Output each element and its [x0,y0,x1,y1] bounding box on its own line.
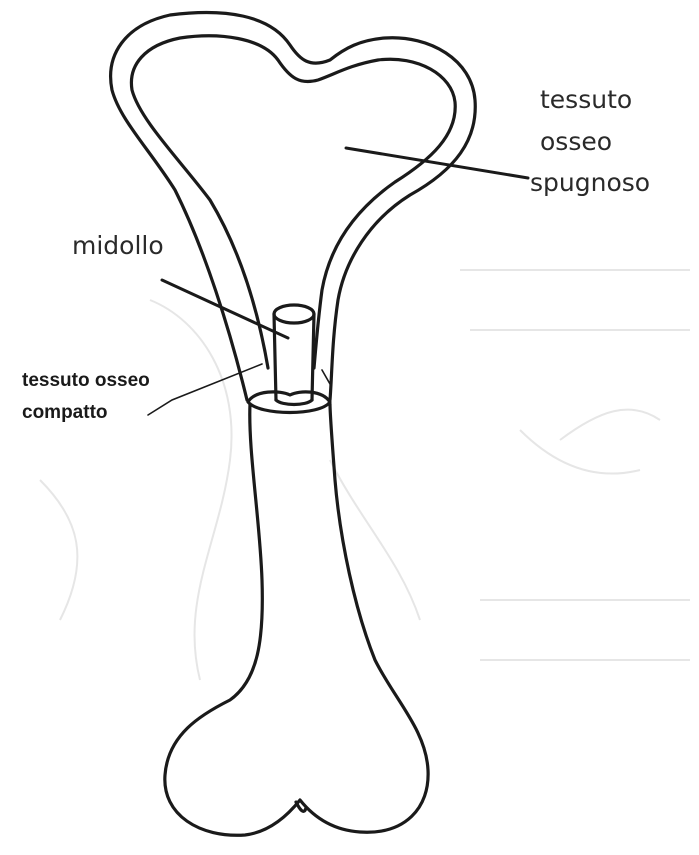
leader-marrow [162,280,288,338]
leader-spongy [346,148,528,178]
shaft-cross-section [248,392,330,413]
bone-outer-contour-top [111,13,476,400]
label-spongy-bone: tessuto osseo spugnoso [530,85,650,197]
label-compact-line-2: compatto [22,402,108,423]
label-marrow: midollo [72,231,164,260]
bone-shaft-lower [165,404,428,835]
background-ghost-print [40,270,690,680]
marrow-canal [274,305,314,405]
label-spongy-line-3: spugnoso [530,168,650,197]
compact-wall-mark [322,370,330,384]
label-spongy-line-2: osseo [540,127,612,156]
label-compact-bone: tessuto osseo compatto [22,370,150,423]
label-spongy-line-1: tessuto [540,85,632,114]
label-compact-line-1: tessuto osseo [22,370,150,391]
